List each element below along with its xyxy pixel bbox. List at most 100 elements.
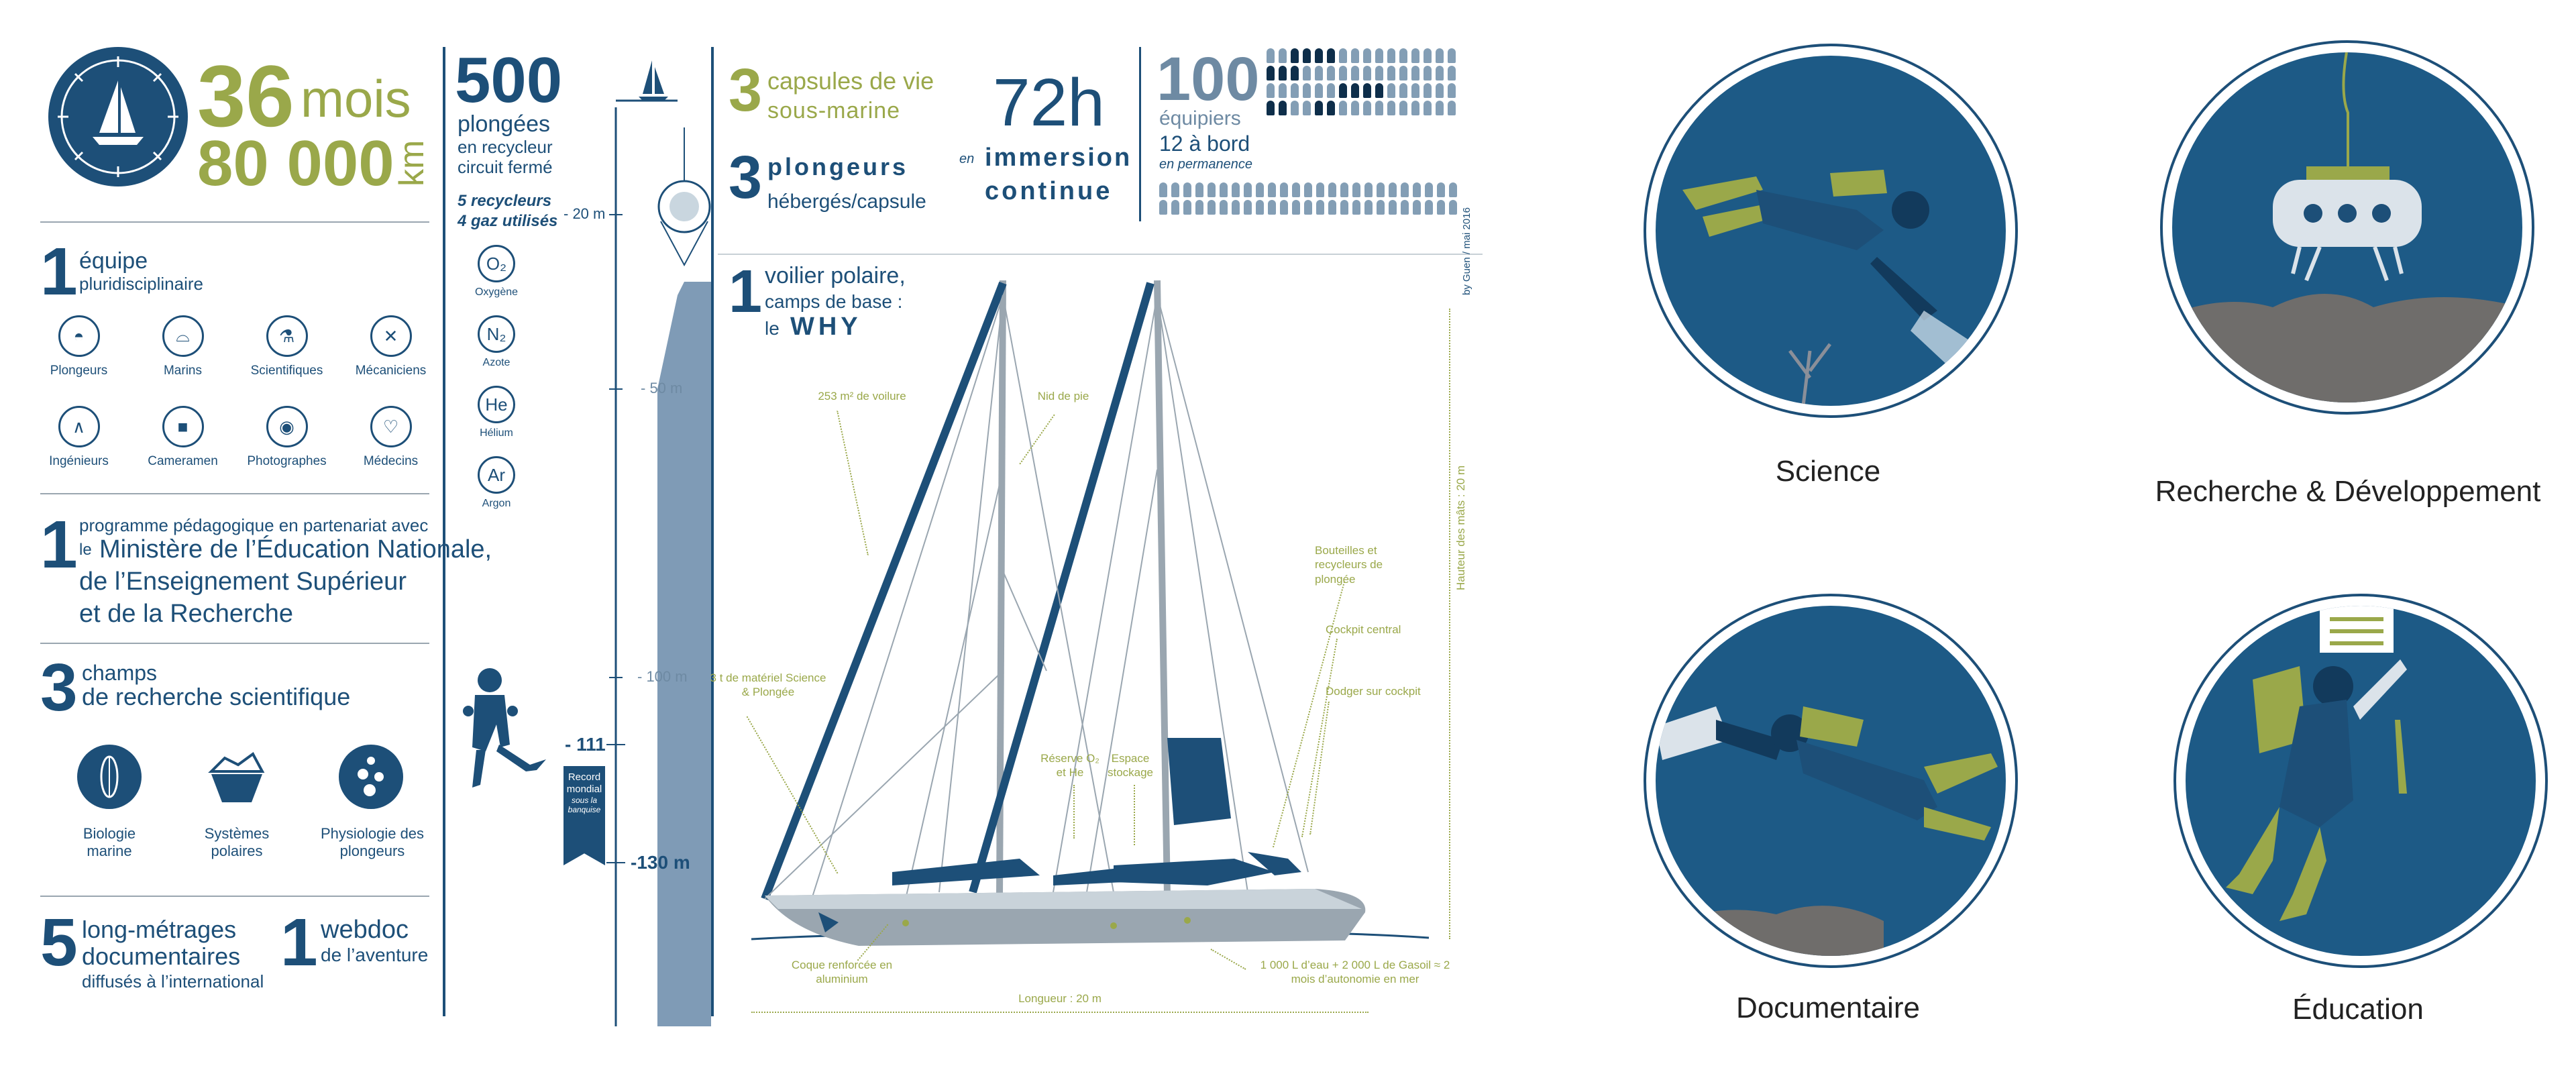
crew-number: 100 [1157,45,1260,113]
rebreathers-count: 5 recycleurs [458,192,552,210]
callout-crows-nest: Nid de pie [1037,390,1089,402]
field-polar-label: Systèmes polaires [204,825,270,859]
role-engineers: ∧Ingénieurs [27,406,131,469]
documentary-caption: Documentaire [1736,991,1920,1024]
capsules-line3: plongeurs [767,153,909,180]
role-scientists: ⚗Scientifiques [235,315,339,378]
crew-line2: 12 à bord [1159,131,1250,156]
compass-badge [48,47,188,186]
webdoc-line2: de l’aventure [321,945,429,965]
bubbles-icon [358,757,384,796]
crew-people-grid-top [1267,48,1458,118]
length-line [751,1012,1368,1013]
callout-reserve: Réserve O₂ et He [1040,752,1099,779]
role-mechanics: ✕Mécaniciens [339,315,443,378]
divider [40,493,429,494]
divers-per-capsule-number: 3 [729,144,763,211]
nitrogen-icon: N₂ [478,315,515,353]
credit: by Guen / mai 2016 [1461,207,1472,295]
crew-separator [1139,47,1141,221]
role-sailors: ⌓Marins [131,315,235,378]
depth-20: - 20 m [564,205,606,222]
depth-50: - 50 m [641,380,683,396]
boat-number: 1 [729,258,763,325]
team-sub: pluridisciplinaire [79,274,203,294]
films-line3: diffusés à l’international [82,971,264,991]
team-number: 1 [40,234,78,309]
divider [40,643,429,644]
callout-hull: Coque renforcée en aluminium [791,959,893,986]
program-line2b: Ministère de l’Éducation Nationale, [99,535,492,563]
capsules-line4: hébergés/capsule [767,191,926,213]
camera-diver-illustration [1656,706,1998,956]
research-number: 3 [40,650,78,725]
capsules-number: 3 [729,57,763,124]
divider [718,254,1483,255]
crew-line3: en permanence [1159,157,1252,172]
column-separator-2 [711,47,714,1016]
boat-name: WHY [790,313,862,341]
diver-silhouette-icon [463,668,546,788]
dives-line1: plongées [458,111,551,137]
capsules-line1: capsules de vie [767,67,934,95]
field-physiology [339,745,403,809]
iceberg-icon [208,752,265,802]
callout-equipment: 3 t de matériel Science & Plongée [710,671,826,699]
research-label: champs [82,661,158,685]
diving-mask-icon: ◓ [58,315,100,357]
research-development-panel [2160,40,2534,415]
seed-icon [100,755,119,798]
student-diver-illustration [2226,606,2407,921]
callout-sail-area: 253 m² de voilure [818,390,906,402]
research-development-caption: Recherche & Développement [2155,475,2541,508]
dives-line3: circuit fermé [458,157,553,177]
underwater-capsule-illustration [2172,52,2522,402]
films-number: 5 [40,905,78,980]
science-caption: Science [1775,455,1881,488]
program-number: 1 [40,507,78,582]
program-line3: de l’Enseignement Supérieur [79,568,407,596]
argon-icon: Ar [478,456,515,494]
films-line1: long-métrages [82,916,237,943]
polar-sailboat-illustration [751,280,1430,946]
team-roles-row-1: ◓Plongeurs ⌓Marins ⚗Scientifiques ✕Mécan… [27,315,443,378]
documentary-panel [1644,594,2018,968]
length-label: Longueur : 20 m [1018,992,1102,1005]
role-cameramen: ■Cameramen [131,406,235,469]
webdoc-line1: webdoc [321,916,409,944]
program-line2: le [79,541,92,559]
compass-icon: ∧ [58,406,100,447]
dives-line2: en recycleur [458,137,553,157]
world-record-ribbon: Record mondial sous la banquise [564,766,605,865]
field-biology [77,745,142,809]
boat-line1: voilier polaire, [765,263,906,288]
captain-hat-icon: ⌓ [162,315,204,357]
oxygen-icon: O₂ [478,245,515,282]
video-camera-icon: ■ [162,406,204,447]
immersion-hours: 72h [993,65,1105,140]
role-doctors: ♡Médecins [339,406,443,469]
months-unit: mois [301,69,411,128]
helium-icon: He [478,386,515,423]
callout-dodger: Dodger sur cockpit [1326,685,1421,698]
depth-100: - 100 m [637,668,688,685]
wrench-icon: ✕ [370,315,412,357]
depth-111: - 111 [565,734,606,755]
crew-line1: équipiers [1159,107,1241,129]
webdoc-number: 1 [280,905,318,980]
mast-height-label: Hauteur des mâts : 20 m [1454,465,1467,590]
field-biology-label: Biologie marine [83,825,136,859]
column-separator [443,47,445,1016]
boat-line2: camps de base : [765,291,903,312]
depth-130: -130 m [631,852,690,873]
callout-tanks: Bouteilles et recycleurs de plongée [1315,544,1383,586]
program-line1: programme pédagogique en partenariat ave… [79,515,429,535]
divider [40,896,429,897]
callout-autonomy: 1 000 L d’eau + 2 000 L de Gasoil ≈ 2 mo… [1260,959,1450,986]
callout-cockpit: Cockpit central [1326,623,1401,636]
boat-line3: le [765,318,780,339]
stethoscope-icon: ♡ [370,406,412,447]
